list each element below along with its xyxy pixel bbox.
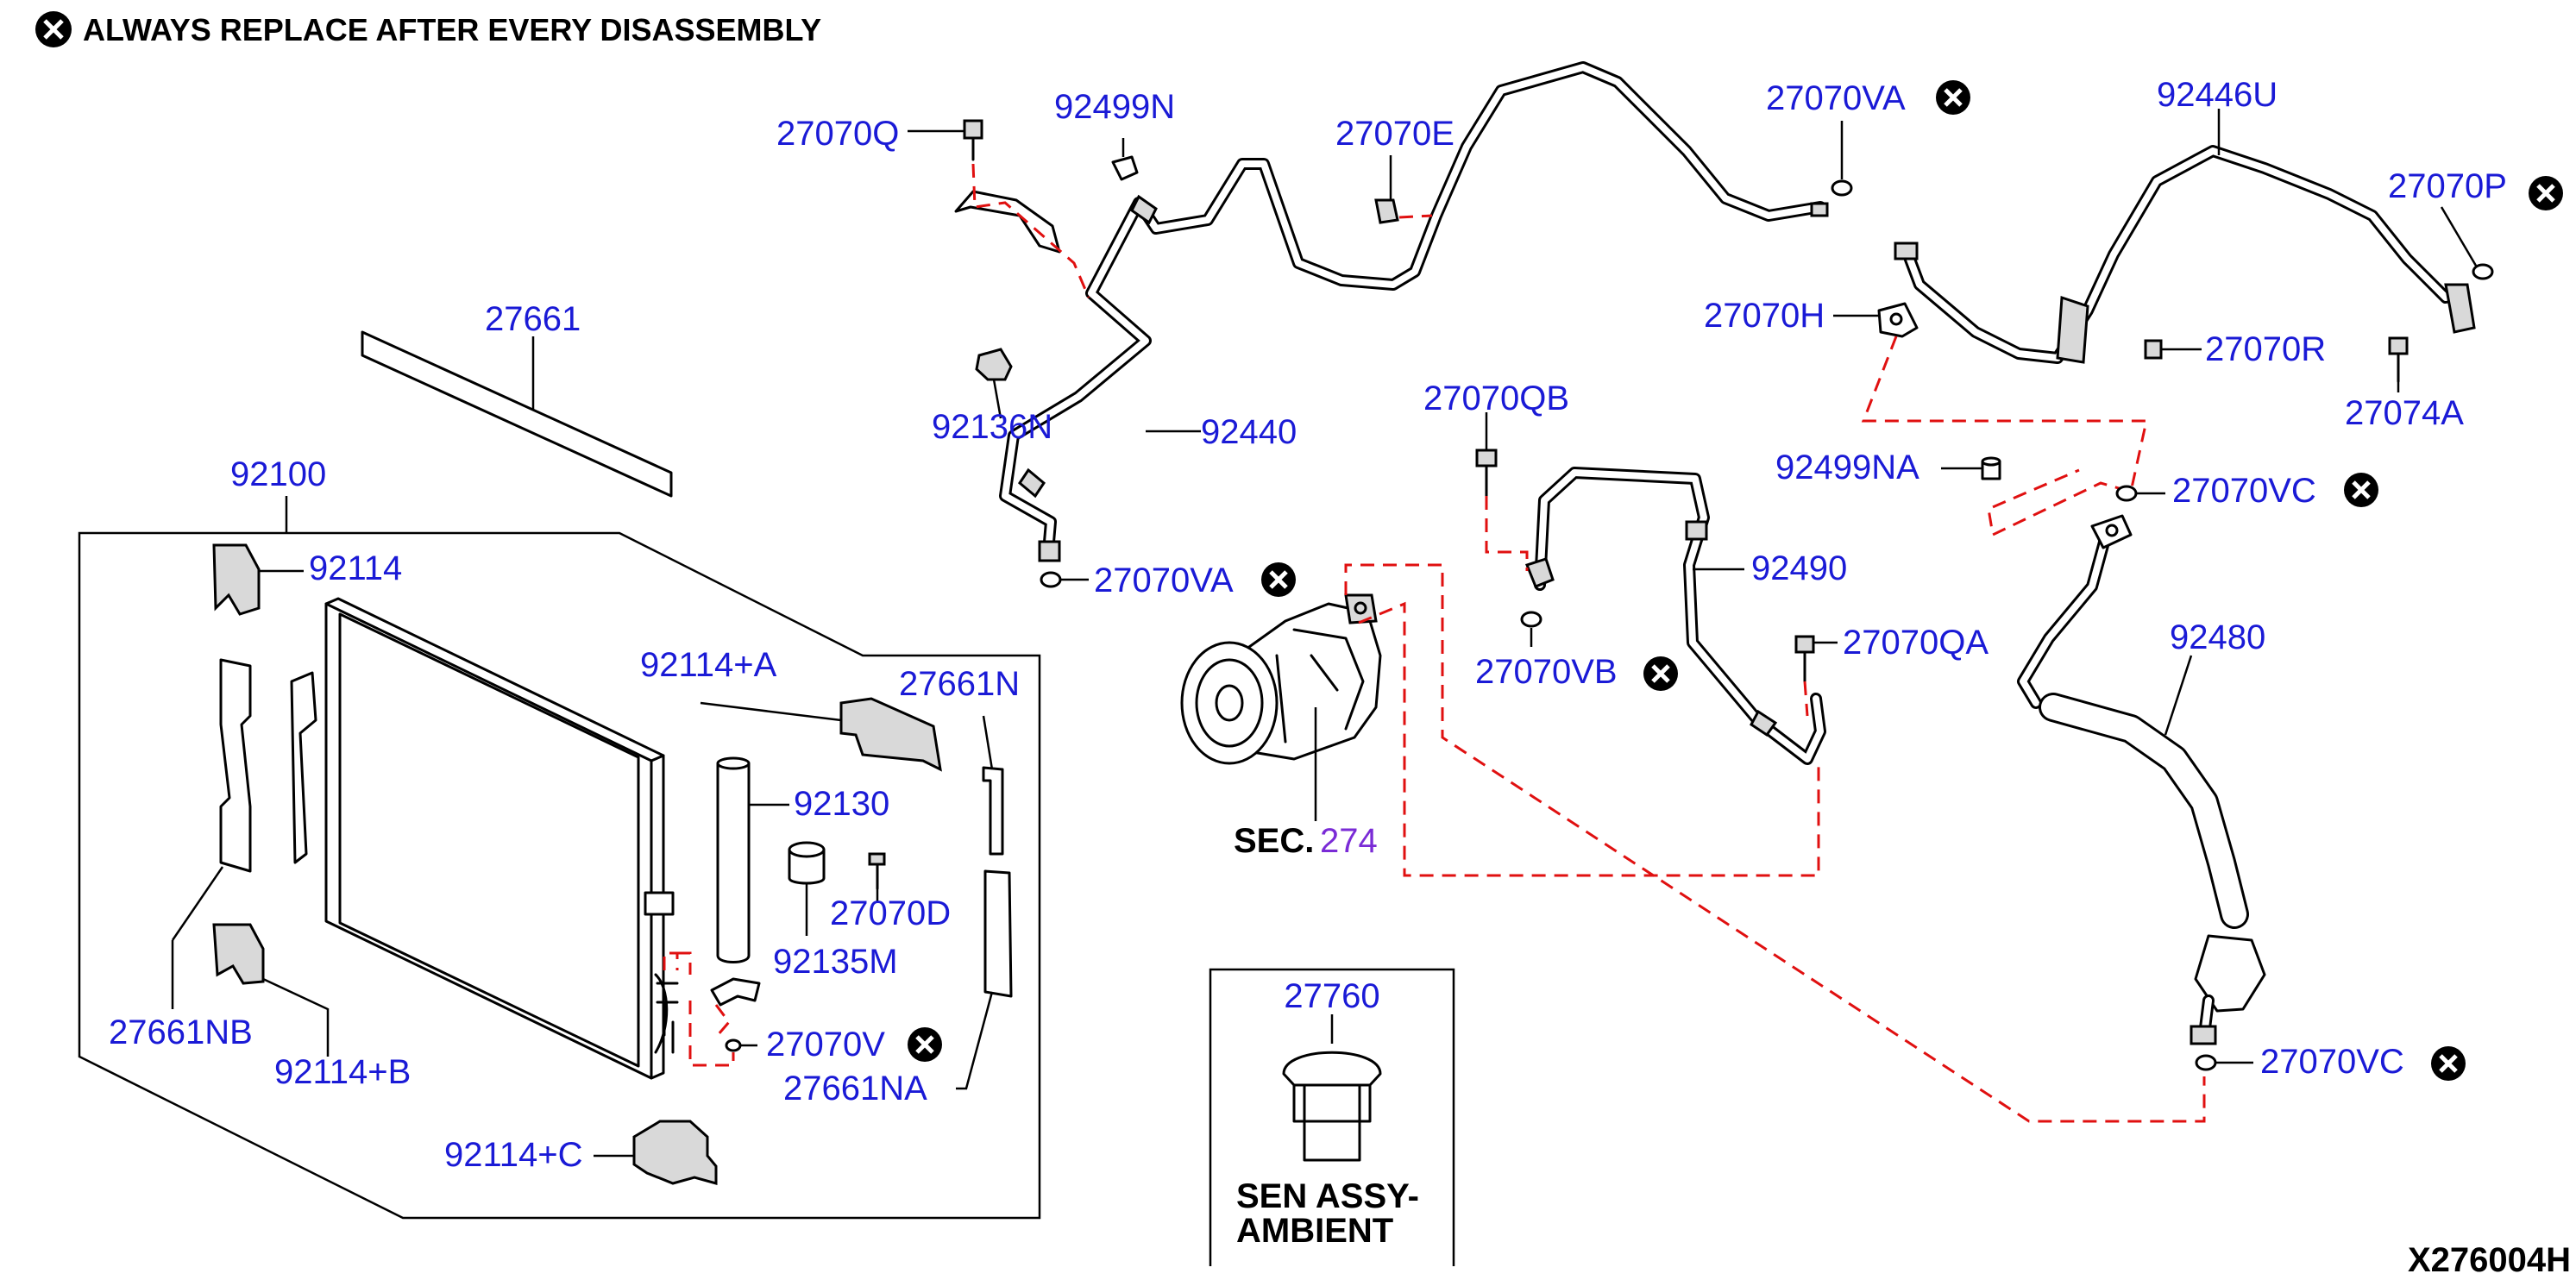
part-27070d-bolt [868, 852, 886, 901]
ambient-sensor-icon [1282, 1051, 1382, 1162]
label-27661n[interactable]: 27661N [899, 665, 1020, 703]
label-92130[interactable]: 92130 [794, 785, 889, 823]
label-27070q[interactable]: 27070Q [776, 115, 899, 153]
label-27070vc-top[interactable]: 27070VC [2172, 472, 2316, 510]
label-27070va-top[interactable]: 27070VA [1766, 79, 1906, 117]
part-27070e-clip [1374, 155, 1433, 224]
part-27070vb-oring [1520, 611, 1542, 647]
label-27070qb[interactable]: 27070QB [1423, 380, 1569, 417]
part-27661-seal-strip [361, 330, 673, 498]
label-27070vc-bot[interactable]: 27070VC [2260, 1043, 2404, 1081]
part-27070q-bolt-bracket [908, 119, 1061, 254]
label-92114[interactable]: 92114 [309, 549, 402, 587]
label-27070va-mid[interactable]: 27070VA [1094, 562, 1234, 599]
label-92114c[interactable]: 92114+C [444, 1136, 583, 1174]
label-27070qa[interactable]: 27070QA [1843, 624, 1989, 662]
label-27661[interactable]: 27661 [485, 300, 581, 338]
part-92480-hose [2017, 514, 2266, 1045]
label-27074a[interactable]: 27074A [2345, 394, 2464, 432]
label-92440[interactable]: 92440 [1201, 413, 1297, 451]
label-92499n[interactable]: 92499N [1054, 88, 1175, 126]
part-92499na-cap [1941, 456, 2001, 480]
part-27074a-bolt [2388, 336, 2409, 392]
replace-mark-icon [1261, 562, 1296, 597]
label-92499na[interactable]: 92499NA [1775, 449, 1919, 486]
sec-prefix: SEC. [1234, 822, 1314, 860]
label-92114b[interactable]: 92114+B [274, 1053, 411, 1091]
part-27070h-flange [1833, 302, 1919, 338]
label-92490[interactable]: 92490 [1751, 549, 1847, 587]
part-92114c-bracket [632, 1120, 718, 1185]
label-92100[interactable]: 92100 [230, 455, 326, 493]
replace-mark-icon [2344, 473, 2378, 507]
sec-number-link[interactable]: 274 [1320, 822, 1378, 860]
label-27070v[interactable]: 27070V [766, 1026, 885, 1064]
label-27661na[interactable]: 27661NA [783, 1070, 927, 1107]
part-92135m-cap [788, 841, 826, 936]
label-92114a[interactable]: 92114+A [640, 646, 777, 684]
label-27070vb[interactable]: 27070VB [1475, 653, 1618, 691]
label-27070d[interactable]: 27070D [830, 894, 951, 932]
part-27661nb-side-seal [219, 658, 252, 873]
diagram-id: X276004H [2408, 1241, 2571, 1279]
label-92135m[interactable]: 92135M [773, 943, 898, 981]
part-27661n-seal [982, 766, 1004, 856]
part-27070r-bolt [2144, 339, 2202, 360]
part-92114b-bracket [212, 923, 265, 985]
label-27070e[interactable]: 27070E [1335, 115, 1454, 153]
replace-mark-icon [2431, 1046, 2466, 1081]
replace-note: ALWAYS REPLACE AFTER EVERY DISASSEMBLY [35, 11, 821, 47]
label-27661nb[interactable]: 27661NB [109, 1013, 253, 1051]
part-92136n-clamp [975, 348, 1013, 381]
part-92100-condenser [290, 597, 675, 1080]
replace-mark-icon [2529, 176, 2563, 210]
part-27070qb-bolt [1475, 412, 1529, 571]
part-27070va-mid-oring [1040, 571, 1089, 588]
part-92114-bracket [212, 543, 261, 616]
sensor-name-line1: SEN ASSY- [1236, 1177, 1419, 1215]
label-92480[interactable]: 92480 [2170, 618, 2265, 656]
part-92130-receiver-tank [716, 756, 789, 963]
replace-mark-icon [1643, 656, 1678, 691]
sensor-name-line2: AMBIENT [1236, 1212, 1393, 1250]
label-92136n[interactable]: 92136N [932, 408, 1052, 446]
part-27070p-oring [2440, 206, 2494, 280]
replace-mark-icon [35, 11, 72, 47]
replace-note-text: ALWAYS REPLACE AFTER EVERY DISASSEMBLY [83, 12, 821, 47]
part-92490-pipe [1525, 467, 1826, 765]
part-27070va-top-oring [1831, 121, 1853, 197]
condenser-assembly-outline [78, 531, 1041, 1220]
label-27070h[interactable]: 27070H [1704, 297, 1825, 335]
part-27070vc-top-oring [2115, 485, 2165, 502]
label-92446u[interactable]: 92446U [2157, 76, 2278, 114]
part-92499n-cap [1111, 138, 1139, 181]
part-27070vc-bot-oring [2195, 1054, 2253, 1071]
compressor-sec-274 [1180, 593, 1382, 821]
part-27070v-oring-bracket [710, 977, 761, 1052]
label-27070p[interactable]: 27070P [2388, 167, 2507, 205]
part-92446u-pipe [1894, 109, 2476, 364]
replace-mark-icon [1936, 80, 1970, 115]
part-27070qa-bolt [1794, 635, 1838, 717]
part-92440-pipe [999, 61, 1829, 562]
sensor-box-27760: 27760 SEN ASSY- AMBIENT [1209, 968, 1455, 1266]
label-27760[interactable]: 27760 [1284, 977, 1379, 1015]
part-92114a-bracket [839, 697, 942, 772]
part-27661na-seal [983, 869, 1013, 998]
label-27070r[interactable]: 27070R [2205, 330, 2326, 368]
replace-mark-icon [908, 1027, 942, 1062]
